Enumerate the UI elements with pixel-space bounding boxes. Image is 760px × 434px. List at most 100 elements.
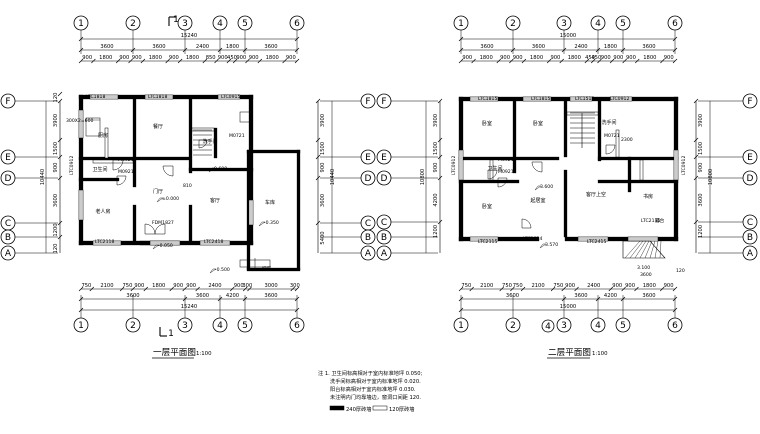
dim-tick: [177, 58, 183, 64]
dim-tick: [78, 58, 84, 64]
dim-top-row2-0: 900: [462, 55, 472, 61]
room-label-3: 起居室: [530, 197, 545, 204]
component-label-14: 3.100: [637, 265, 650, 271]
axis-label-left-5: A: [5, 249, 12, 259]
dim-tick: [672, 47, 678, 53]
roof-outline: [622, 240, 666, 259]
dim-bottom-row1-4: 2100: [531, 283, 544, 289]
elevation-triangle: [156, 197, 164, 203]
dim-top-row1-4: 3600: [264, 44, 277, 50]
wall-segment: [597, 179, 679, 184]
wall-segment: [78, 177, 120, 182]
dim-top-row2-6: 1800: [186, 55, 199, 61]
dim-left-2: 1500: [53, 142, 59, 155]
dim-tick: [315, 175, 321, 181]
plan2-title: 二层平面图: [548, 347, 591, 358]
dim-tick: [294, 296, 300, 302]
dim-top-row1-4: 3600: [642, 44, 655, 50]
wall-legend: 240厚砖墙 120厚砖墙: [329, 405, 414, 413]
dim-bottom-row1-4: 1800: [152, 283, 165, 289]
axis-label-left-3: C: [5, 219, 11, 229]
terrace-label: 露台: [655, 217, 665, 224]
dim-tick: [693, 175, 699, 181]
room-label-6: 卫生间: [92, 166, 107, 173]
dim-tick: [182, 286, 187, 292]
door-swing: [154, 223, 166, 235]
dim-top-row1-1: 3600: [152, 44, 165, 50]
dim-bottom-row1-11: 300: [290, 283, 300, 289]
dim-tick: [78, 307, 84, 313]
dim-tick: [282, 58, 287, 64]
dim-bottom-row1-3: 750: [513, 283, 523, 289]
component-label-8: M0721: [604, 133, 620, 139]
dim-top-row2-7: 450: [585, 55, 595, 61]
kitchen-counter: [85, 117, 101, 137]
room-label-6: 客厅上空: [586, 191, 606, 198]
dim-right-3: 3600: [320, 194, 326, 207]
dim-bottom-row1-3: 900: [134, 283, 144, 289]
axis-label-left-1: E: [5, 153, 11, 163]
dim-bottom-row1-8: 900: [234, 283, 244, 289]
roof-hatch-line: [644, 240, 653, 259]
roof-hatch-line: [634, 240, 647, 259]
dim-tick: [437, 98, 443, 104]
axis-label-right-5: A: [365, 249, 372, 259]
note-line-4: 未注明内门均靠墙边，窗洞口间距 120.: [330, 393, 421, 401]
dim-tick: [169, 286, 174, 292]
dim-top-row2-13: 900: [286, 55, 296, 61]
axis-label-right-4: B: [365, 233, 371, 243]
dim-bottom-row1-0: 750: [461, 283, 471, 289]
legend-label-240-wall: 240厚砖墙: [346, 405, 371, 413]
axis-label-right-0: F: [747, 97, 752, 107]
legend-swatch-120-wall: [372, 405, 388, 411]
dim-tick: [693, 137, 699, 143]
dim-tick: [140, 58, 146, 64]
component-label-11: LTC2115: [478, 239, 497, 245]
dim-tick: [621, 286, 626, 292]
dim-bottom-row1-5: 750: [553, 283, 563, 289]
plan1-scale: 1:100: [196, 351, 212, 357]
axis-label-right-1: E: [747, 153, 753, 163]
room-label-0: 厨房: [98, 132, 108, 139]
dim-right-3: 3600: [698, 193, 704, 206]
component-label-13: 2300: [621, 137, 633, 143]
elevation-mark-0: ±0.000: [162, 196, 179, 202]
elevation-triangle: [539, 243, 547, 249]
axis-label-right-5: A: [747, 249, 754, 259]
dim-tick: [509, 58, 514, 64]
dim-right-0: 3900: [320, 114, 326, 127]
dim-tick: [510, 47, 516, 53]
dim-bottom-row2-0: 3600: [126, 293, 139, 299]
dim-bottom-row1-6: 900: [565, 283, 575, 289]
component-label-10: LTC2415: [587, 239, 606, 245]
dim-tick: [561, 296, 567, 302]
door-swing: [487, 169, 498, 180]
axis-label-right-2: D: [747, 174, 754, 184]
plan1-title: 一层平面图: [153, 347, 196, 358]
dim-tick: [693, 219, 699, 225]
door-swing: [605, 144, 616, 155]
wall-segment: [132, 204, 137, 244]
note-line-1: 注 1. 卫生间标高相对于室内标准地坪 0.050;: [318, 369, 423, 377]
axis-label-bottom-4: 4: [217, 321, 223, 331]
dim-tick: [57, 91, 63, 97]
dim-tick: [622, 58, 627, 64]
dim-top-row2-3: 900: [513, 55, 523, 61]
axis-label-left-3: C: [381, 218, 387, 228]
component-label-11: 810: [183, 183, 192, 189]
door-swing: [112, 159, 124, 171]
axis-label-bottom-5: 5: [242, 321, 248, 331]
component-label-6: M0921: [118, 157, 134, 163]
axis-label-top-4: 4: [217, 19, 223, 29]
component-label-1: LTC1818: [148, 94, 167, 100]
wall-segment: [246, 149, 301, 154]
wall-segment: [132, 98, 137, 188]
dim-top-row1-3: 1800: [226, 44, 239, 50]
dim-top-row2-2: 900: [500, 55, 510, 61]
axis-label-top-3: 3: [561, 19, 567, 29]
dim-tick: [595, 296, 601, 302]
axis-label-left-4: B: [381, 233, 387, 243]
dim-top-row2-7: 850: [206, 55, 216, 61]
dim-tick: [89, 286, 95, 292]
dim-tick: [91, 58, 96, 64]
